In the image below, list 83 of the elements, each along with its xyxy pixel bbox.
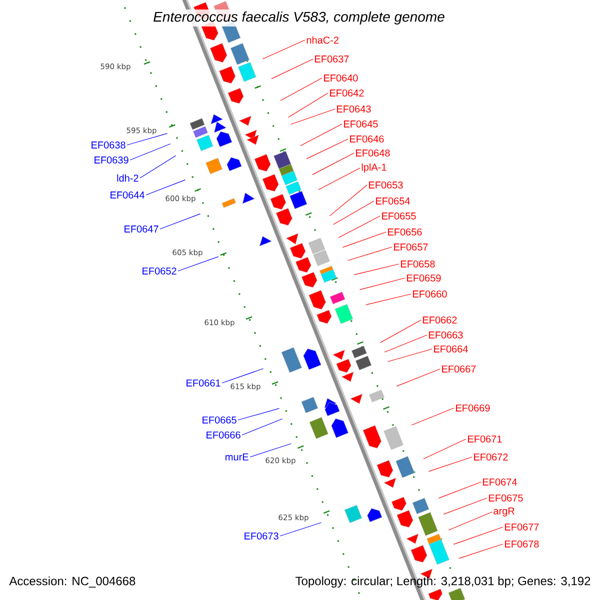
gene-label: EF0654 [376, 197, 410, 205]
gene-label: EF0652 [142, 267, 176, 275]
leader-line [222, 368, 264, 384]
leader-line [380, 320, 422, 343]
gene-label: EF0671 [468, 435, 502, 443]
leader-line [238, 408, 280, 420]
leader-line [126, 133, 168, 146]
leader-line [438, 482, 482, 498]
leader-line [160, 214, 201, 230]
leader-line [250, 443, 292, 458]
gene-label: EF0646 [350, 135, 384, 143]
gene-label: EF0642 [330, 89, 364, 97]
leader-line [330, 184, 368, 216]
gene-label: EF0659 [407, 274, 441, 282]
gene-label: EF0643 [337, 105, 371, 113]
gene-label: EF0663 [429, 331, 463, 339]
footer-text: Topology: circular; Length: 3,218,031 bp; Genes: 3,192 [296, 576, 590, 588]
gene-label: EF0665 [202, 416, 236, 424]
gene-label: EF0672 [474, 453, 508, 461]
leader-line [384, 334, 428, 352]
leader-line [458, 544, 504, 559]
leader-line [354, 264, 400, 276]
gene-label: EF0640 [324, 74, 358, 82]
gene-label: EF0648 [356, 149, 390, 157]
leader-line [453, 526, 504, 545]
leader-line [280, 78, 322, 101]
gene-label: argR [494, 508, 514, 516]
leader-line [338, 216, 380, 238]
gene-label: EF0660 [413, 290, 447, 298]
leader-line [262, 40, 306, 60]
footer-text: Accession: NC_004668 [9, 576, 136, 588]
gene-label: EF0656 [388, 228, 422, 236]
gene-label: EF0657 [394, 243, 428, 251]
gene-label: EF0638 [92, 141, 126, 149]
leader-line [300, 124, 342, 146]
leader-line [366, 294, 412, 306]
gene-label: EF0678 [505, 540, 539, 548]
gene-label: EF0673 [244, 532, 278, 540]
leader-line [423, 438, 466, 460]
gene-label: EF0647 [124, 225, 158, 233]
leader-line [448, 512, 492, 530]
leader-line [318, 168, 360, 190]
leader-line [280, 522, 322, 536]
leader-line [388, 348, 432, 362]
gene-label: EF0674 [483, 478, 517, 486]
leader-line [396, 368, 440, 386]
leader-line [443, 498, 488, 514]
leader-line [242, 418, 283, 436]
leader-line [290, 108, 336, 125]
leader-line [271, 58, 314, 80]
gene-label: lplA-1 [362, 163, 386, 173]
gene-label: EF0644 [110, 191, 144, 199]
leader-line [178, 256, 219, 272]
gene-label: EF0653 [369, 181, 403, 189]
gene-label: nhaC-2 [306, 36, 338, 44]
gene-label: EF0637 [315, 55, 349, 63]
leader-line [140, 155, 176, 178]
gene-label: EF0658 [401, 260, 435, 268]
gene-label: EF0666 [206, 431, 240, 439]
gene-label: EF0661 [186, 379, 220, 387]
leader-line [342, 232, 386, 248]
leader-line [333, 200, 374, 225]
gene-label: EF0662 [423, 316, 457, 324]
gene-label: EF0669 [456, 404, 490, 412]
gene-label: ldh-2 [117, 174, 138, 182]
leader-line [146, 180, 186, 196]
leader-line [288, 92, 328, 118]
gene-label: EF0664 [434, 345, 468, 353]
leader-line [130, 144, 171, 160]
gene-label: EF0655 [382, 212, 416, 220]
leader-line [312, 152, 354, 175]
gene-label: EF0639 [94, 156, 128, 164]
gene-label: EF0675 [489, 494, 523, 502]
leader-line [348, 246, 392, 261]
title: Enterococcus faecalis V583, complete genome [151, 9, 447, 27]
leader-line [306, 138, 348, 160]
gene-label: EF0677 [505, 523, 539, 531]
leader-line [360, 278, 406, 290]
leader-line [428, 456, 472, 472]
gene-label: murE [226, 454, 248, 460]
gene-label: EF0645 [344, 120, 378, 128]
gene-label: EF0667 [442, 365, 476, 373]
leader-line [411, 408, 454, 426]
